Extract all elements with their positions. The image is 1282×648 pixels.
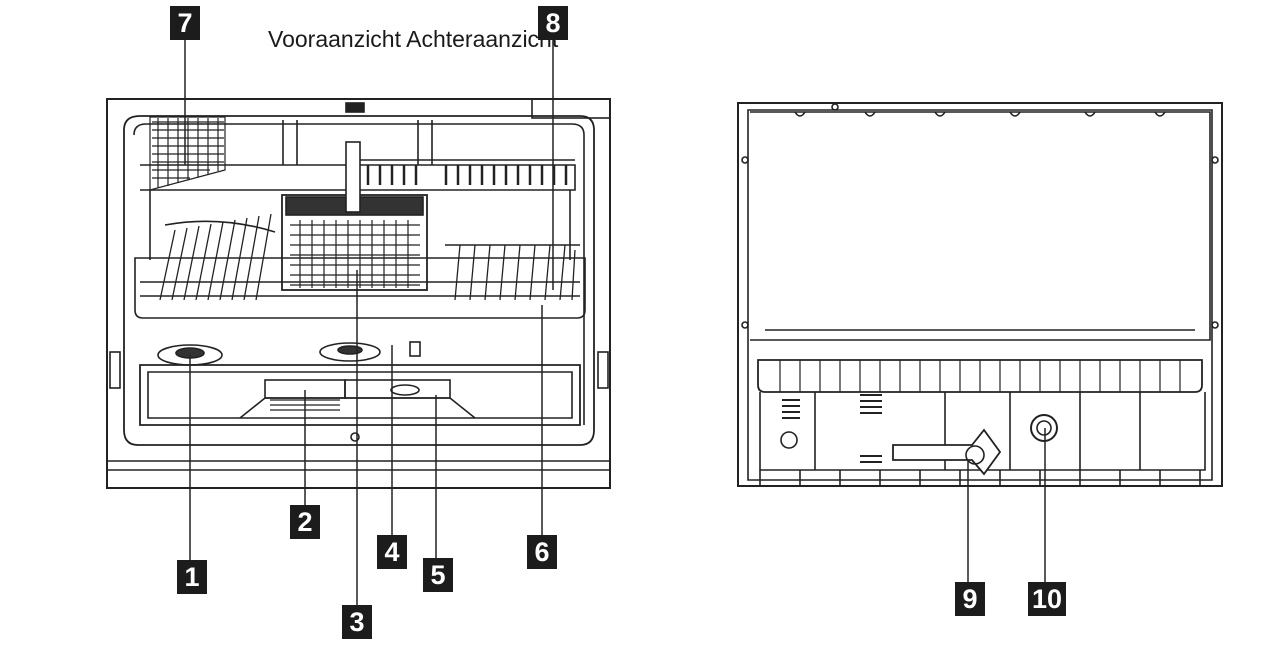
front-leader-lines [184,22,554,605]
rear-label-circle [780,431,798,449]
cutlery-rack-tines [366,165,568,185]
cutlery-basket-grid-v [299,220,409,288]
sump-inner [147,371,573,419]
water-inlet [409,341,421,357]
front-tub-inner [133,123,585,425]
top-right-panel [531,98,611,119]
lower-rack [134,190,586,319]
callout-7: 7 [170,6,200,40]
callout-8: 8 [538,6,568,40]
lower-rack-tines-left [159,213,272,301]
callout-5-label: 5 [430,560,446,590]
callout-3-label: 3 [349,607,365,637]
callout-4: 4 [377,535,407,569]
hinge-left [109,351,121,389]
top-latch [345,102,365,113]
rear-base-tray [757,359,1203,393]
callout-6: 6 [527,535,557,569]
callout-1: 1 [177,560,207,594]
callout-4-label: 4 [384,537,400,567]
drain-hose-end [965,445,985,465]
rear-screw [1211,156,1219,164]
rear-screw [741,156,749,164]
rear-vent-center [860,394,882,463]
rear-screw [1211,321,1219,329]
inlet-valve-inner [1036,420,1052,436]
lower-rack-frame [134,257,586,319]
rinse-aid-cap [390,384,420,396]
callout-7-label: 7 [177,8,193,38]
inlet-valve [1030,414,1058,442]
rear-vent-left [782,399,800,419]
cutlery-basket [281,141,428,291]
cup-shelf-hatch-v [157,118,219,188]
hinge-right [597,351,609,389]
tub-bottom [109,341,609,442]
callout-9: 9 [955,582,985,616]
callout-10-label: 10 [1031,584,1063,614]
callout-2: 2 [290,505,320,539]
front-tub [123,115,595,446]
spray-arm-center [319,342,381,362]
callout-5: 5 [423,558,453,592]
rear-top-clips [794,111,1166,117]
rear-base-feet [759,470,1201,486]
callout-6-label: 6 [534,537,550,567]
callout-9-label: 9 [962,584,978,614]
front-view [106,22,611,605]
rear-screw [741,321,749,329]
front-cabinet-outline [106,98,611,489]
rear-tray-ribs [779,360,1181,392]
rear-view [737,102,1223,582]
callout-10: 10 [1028,582,1066,616]
lower-rack-rail [140,281,580,297]
callout-2-label: 2 [297,507,313,537]
cutlery-basket-handle [345,141,361,213]
rear-top-screw [831,103,839,111]
callout-3: 3 [342,605,372,639]
door-latch [350,432,360,442]
diagram-title: Vooraanzicht Achteraanzicht [268,26,559,52]
cup-shelf [149,116,226,191]
rinse-aid-box [344,379,451,399]
drain-hose [892,428,1002,476]
lower-rack-left-rail [164,220,276,233]
rear-panel-upper [750,111,1211,341]
rear-cabinet-inner [747,109,1213,481]
callout-1-label: 1 [184,562,200,592]
callout-8-label: 8 [545,8,561,38]
rear-cabinet-outline [737,102,1223,487]
sump-frame [139,364,581,426]
spray-arm-center-hub [337,345,363,355]
lower-rack-tines-right [454,244,576,301]
cutlery-basket-grid-h [290,224,420,286]
rear-bottom-dividers [814,392,1141,470]
